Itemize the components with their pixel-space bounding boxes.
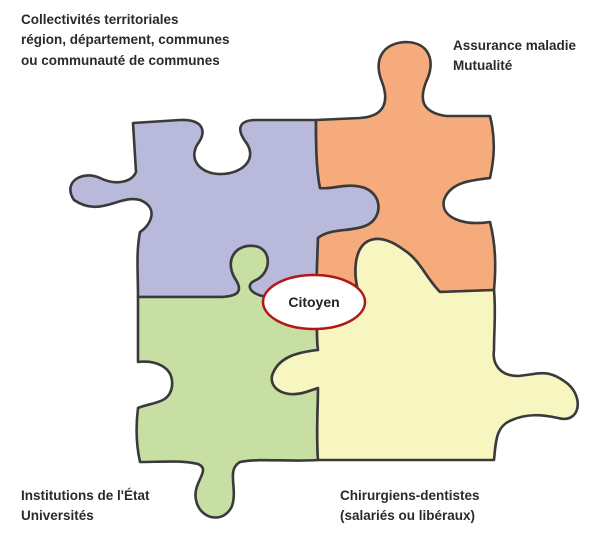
label-line: Collectivités territoriales [21, 12, 179, 27]
label-line: ou communauté de communes [21, 52, 220, 68]
label-institutions: Institutions de l'État Universités [21, 486, 149, 527]
label-line: Assurance maladie [453, 38, 577, 53]
puzzle-piece-chirurgiens [270, 237, 579, 462]
label-chirurgiens: Chirurgiens-dentistes (salariés ou libér… [340, 486, 480, 527]
puzzle-piece-assurance [314, 40, 497, 298]
center-label: Citoyen [288, 294, 339, 310]
label-line: Universités [21, 508, 94, 524]
label-line: région, département, communes [21, 32, 230, 48]
label-line: (salariés ou libéraux) [340, 508, 476, 524]
center-ellipse [261, 273, 367, 331]
label-line: Chirurgiens-dentistes [340, 488, 480, 503]
label-line: Mutualité [453, 58, 513, 74]
label-collectivites: Collectivités territoriales région, dépa… [21, 10, 230, 71]
label-assurance: Assurance maladie Mutualité [453, 36, 576, 77]
label-line: Institutions de l'État [21, 488, 150, 503]
